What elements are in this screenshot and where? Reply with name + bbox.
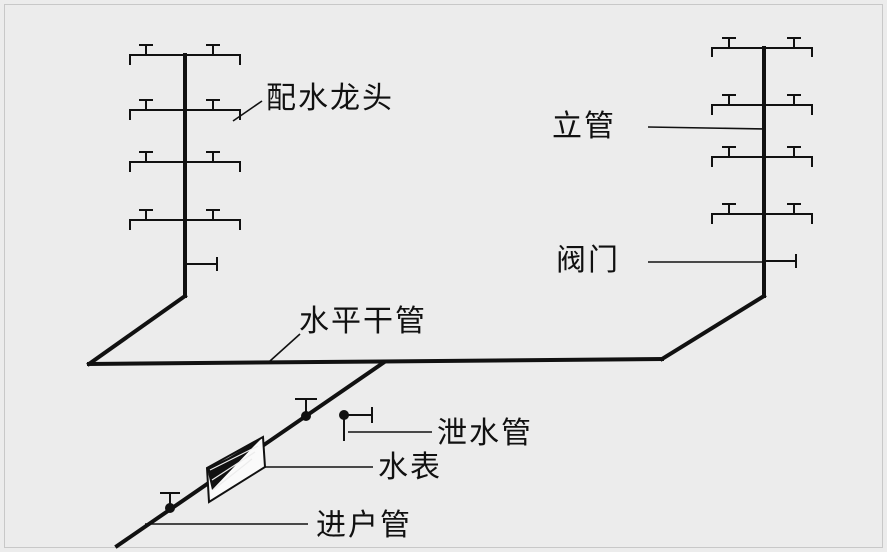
- horizontal-main-pipe: [86, 356, 665, 367]
- right-faucet-branch-4: [711, 203, 813, 224]
- right-faucet-branch-3: [711, 146, 813, 167]
- label-valve: 阀门: [556, 243, 620, 278]
- label-horizontal-main: 水平干管: [299, 304, 427, 339]
- label-water-meter: 水表: [378, 450, 442, 485]
- left-faucet-branch-1: [129, 44, 241, 65]
- inlet-valve-lower: [160, 492, 180, 513]
- right-riser: [659, 46, 767, 362]
- leader-horizontal-main: [269, 333, 301, 362]
- water-meter: [205, 435, 267, 504]
- leader-riser: [647, 126, 765, 130]
- label-drain-pipe: 泄水管: [437, 416, 533, 451]
- inlet-valve-upper: [295, 398, 317, 421]
- right-valve-stub: [763, 254, 797, 268]
- leader-faucet: [232, 100, 263, 122]
- label-inlet-pipe: 进户管: [316, 508, 412, 543]
- left-faucet-branch-3: [129, 151, 241, 172]
- drain-pipe: [339, 407, 373, 441]
- left-faucet-branch-2: [129, 99, 241, 120]
- left-riser: [86, 53, 188, 367]
- label-riser: 立管: [552, 109, 616, 144]
- left-faucet-branch-4: [129, 209, 241, 230]
- right-faucet-branch-2: [711, 94, 813, 115]
- figure-border: [4, 4, 883, 548]
- left-valve-stub: [184, 257, 218, 271]
- right-faucet-branch-1: [711, 37, 813, 57]
- label-faucet: 配水龙头: [266, 81, 394, 116]
